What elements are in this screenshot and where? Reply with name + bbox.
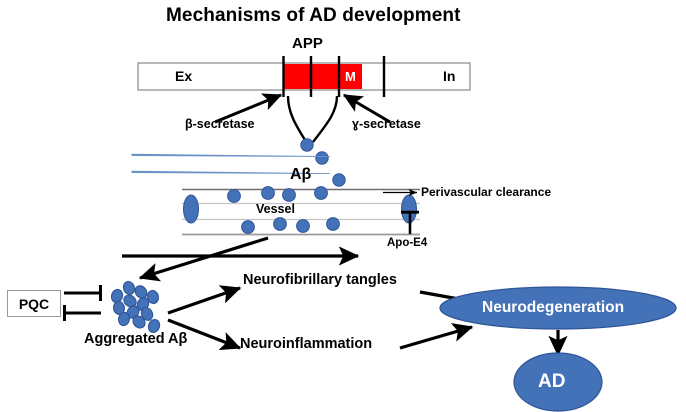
vessel-label: Vessel — [256, 202, 295, 216]
membrane-region — [283, 64, 362, 89]
abeta-particle — [227, 189, 241, 203]
aggregated-abeta-label: Aggregated Aβ — [84, 331, 188, 347]
abeta-label: Aβ — [290, 166, 312, 183]
perivascular-clearance-label: Perivascular clearance — [421, 185, 552, 199]
aggregated-abeta-cluster — [110, 281, 161, 333]
abeta-particle — [326, 217, 340, 231]
gamma-secretase-arrow — [342, 93, 391, 124]
app-segment-intracellular: In — [443, 68, 456, 84]
cleavage-path-left — [286, 95, 307, 141]
beta-secretase-label: β-secretase — [185, 117, 255, 131]
ad-label: AD — [538, 371, 566, 392]
pqc-box: PQC — [7, 290, 61, 317]
apoe4-label: Apo-E4 — [387, 237, 428, 249]
abeta-deposition-arrow-left — [138, 236, 269, 282]
gamma-secretase-label: ɣ-secretase — [352, 117, 421, 131]
arrow-to-neuroinflammation — [167, 318, 242, 350]
abeta-particle — [296, 219, 310, 233]
ad-node — [513, 352, 603, 412]
endothelial-cell-left — [183, 194, 199, 224]
abeta-monomer — [315, 151, 329, 165]
arrow-to-neurofibrillary-tangles — [167, 285, 242, 315]
abeta-particle — [241, 220, 255, 234]
abeta-monomer — [300, 138, 314, 152]
abeta-particle — [282, 188, 296, 202]
beta-secretase-arrow — [214, 93, 283, 124]
arrow-inflammation-to-neurodegeneration — [399, 323, 474, 350]
perivascular-taper-line-1 — [131, 153, 331, 158]
figure-title: Mechanisms of AD development — [166, 5, 461, 26]
neurodegeneration-label: Neurodegeneration — [482, 299, 625, 316]
perivascular-taper-line-2 — [131, 170, 331, 175]
neurofibrillary-tangles-label: Neurofibrillary tangles — [243, 272, 397, 288]
abeta-particle — [261, 186, 275, 200]
abeta-particle — [273, 217, 287, 231]
app-segment-extracellular: Ex — [175, 68, 193, 84]
abeta-particle — [314, 186, 328, 200]
cleavage-path-right — [312, 95, 339, 143]
pqc-label: PQC — [18, 295, 50, 312]
app-segment-membrane: M — [345, 69, 356, 84]
neurodegeneration-node — [439, 286, 677, 330]
abeta-monomer — [332, 173, 346, 187]
neuroinflammation-label: Neuroinflammation — [240, 336, 373, 352]
app-label: APP — [292, 35, 323, 52]
